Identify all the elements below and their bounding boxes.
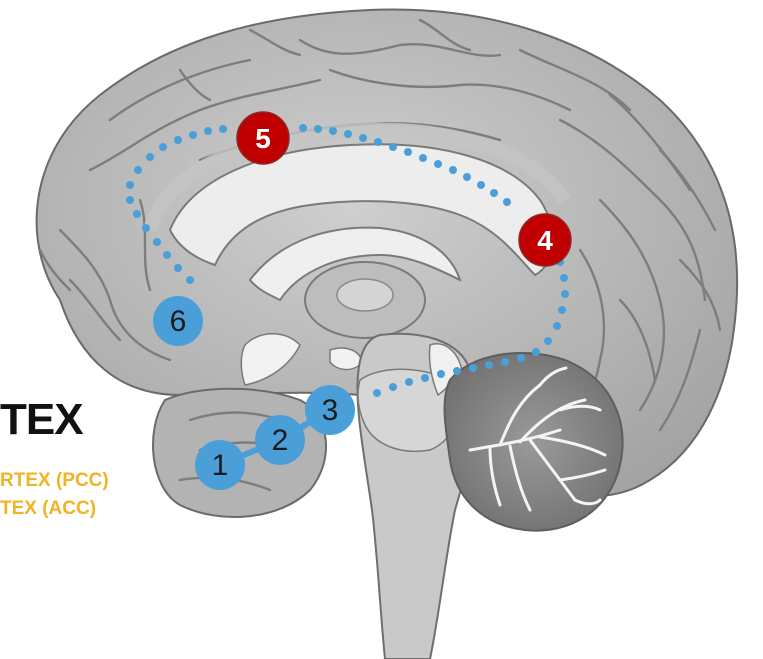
marker-5-label: 5 — [255, 123, 271, 154]
acc-label: TEX (ACC) — [0, 498, 96, 520]
cortex-heading: TEX — [0, 395, 83, 445]
marker-5: 5 — [237, 112, 289, 164]
marker-3: 3 — [305, 385, 355, 435]
marker-1: 1 — [195, 440, 245, 490]
marker-1-label: 1 — [212, 449, 229, 482]
marker-4-label: 4 — [537, 225, 553, 256]
marker-2-label: 2 — [272, 424, 289, 457]
marker-2: 2 — [255, 415, 305, 465]
marker-6-label: 6 — [170, 305, 187, 338]
marker-6: 6 — [153, 296, 203, 346]
marker-4: 4 — [519, 214, 571, 266]
thalamus-inner — [337, 279, 393, 311]
marker-3-label: 3 — [322, 394, 339, 427]
pcc-label: RTEX (PCC) — [0, 470, 109, 492]
